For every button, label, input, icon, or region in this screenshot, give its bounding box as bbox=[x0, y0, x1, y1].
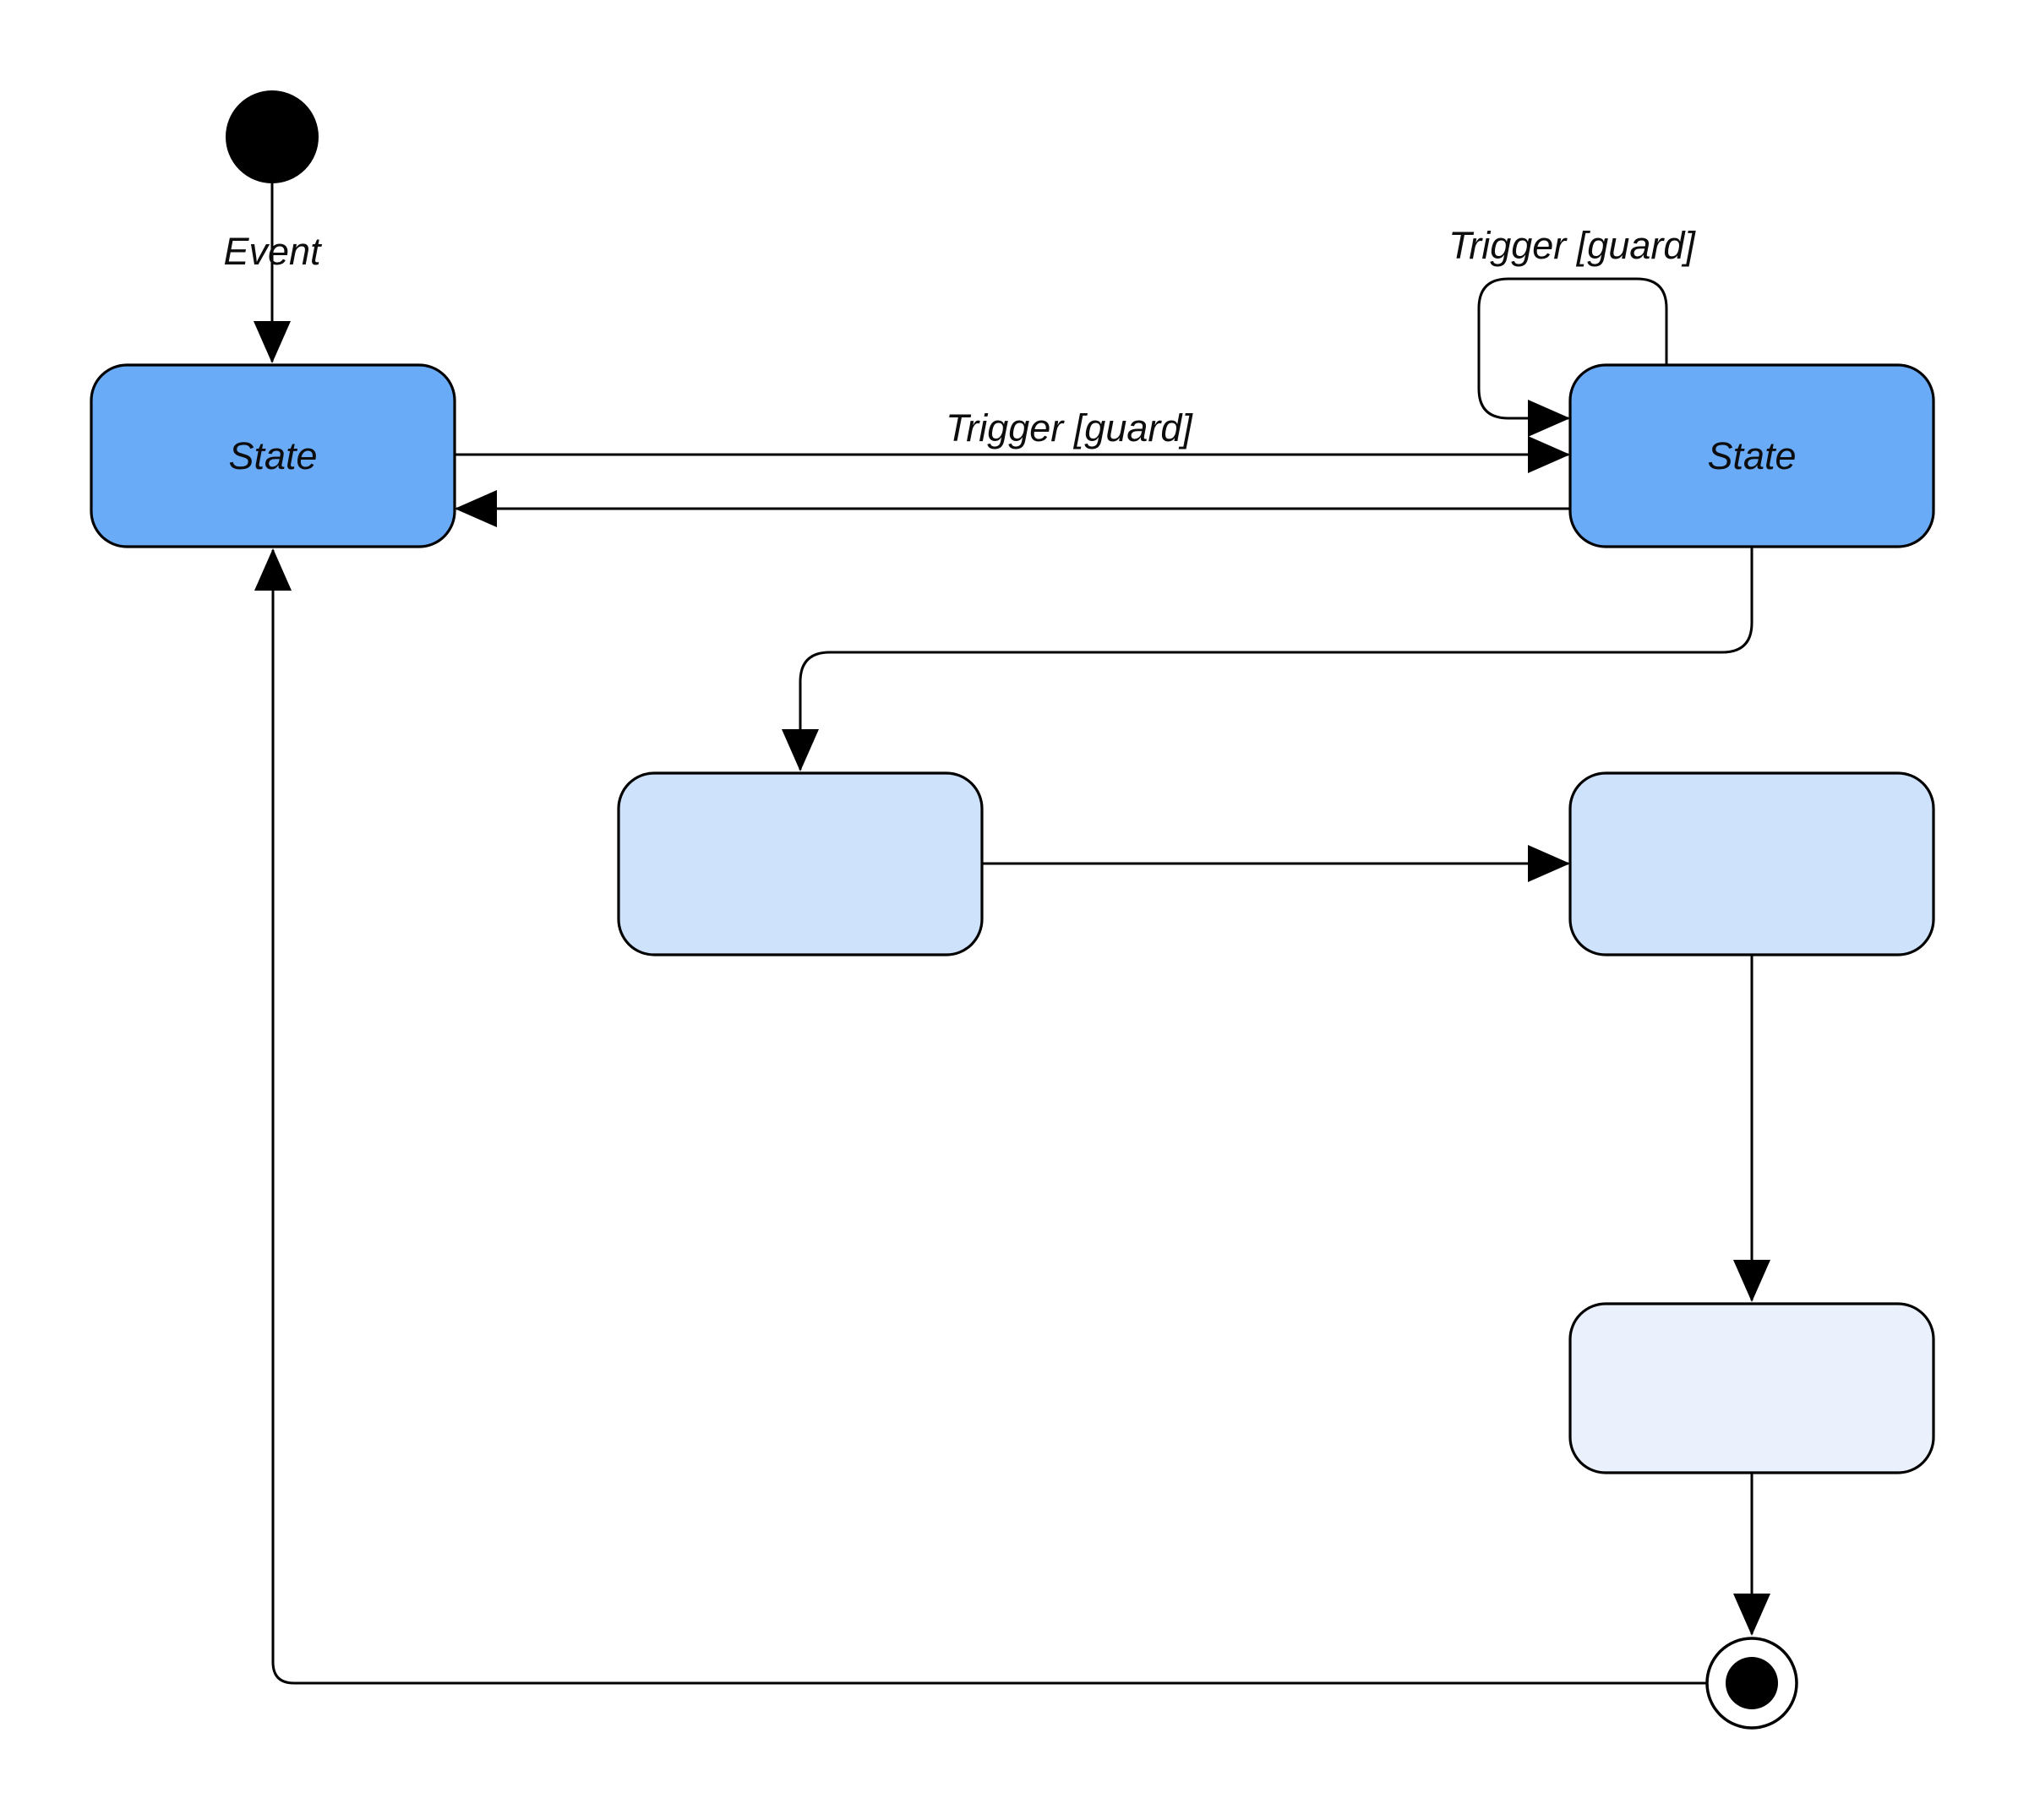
final-state-dot bbox=[1726, 1657, 1778, 1709]
state-right-label: State bbox=[1707, 434, 1796, 477]
event-label: Event bbox=[223, 230, 323, 273]
self-loop-right-state bbox=[1477, 277, 1668, 437]
state-left-label: State bbox=[228, 434, 317, 477]
substate-right-node bbox=[1568, 771, 1935, 956]
substate-top-node bbox=[617, 771, 984, 956]
transition-trigger-guard-label: Trigger [guard] bbox=[946, 406, 1193, 450]
substate-bottom-node bbox=[1568, 1302, 1935, 1474]
initial-state-node bbox=[226, 90, 319, 183]
self-loop-trigger-guard-label: Trigger [guard] bbox=[1448, 224, 1696, 267]
transition-right-state-to-substate-top bbox=[782, 547, 1754, 771]
transition-final-to-state-left bbox=[254, 548, 1707, 1685]
